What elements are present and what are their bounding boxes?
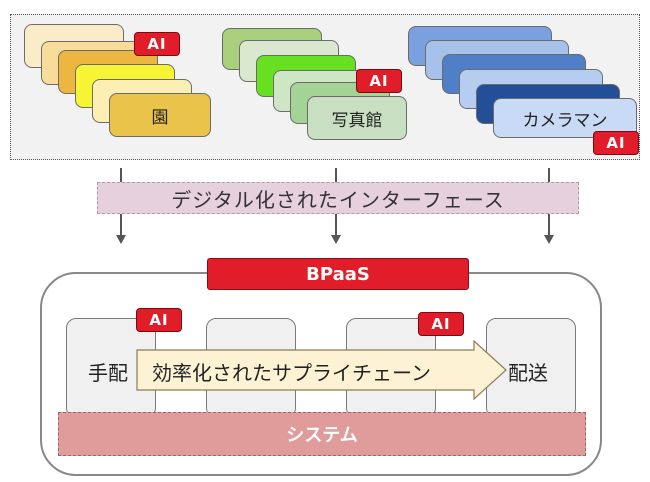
supply-chain-arrow-shape [136, 340, 507, 400]
system-band: システム [58, 412, 586, 456]
kindergarten-label: 園 [151, 107, 169, 128]
arrow-right-shaft [548, 214, 550, 236]
supply-chain-label: 効率化されたサプライチェーン [152, 361, 431, 385]
bpaas-header: BPaaS [207, 258, 469, 290]
arrow-mid-head [331, 235, 341, 244]
connector-left-top [120, 168, 122, 182]
connector-right-top [548, 168, 550, 182]
arrow-left-shaft [120, 214, 122, 236]
digital-interface-band: デジタル化されたインターフェース [97, 182, 579, 214]
photographer-ai-badge: AI [593, 131, 639, 155]
supply-chain-arrow [136, 340, 507, 400]
studio-ai-badge: AI [356, 69, 402, 93]
system-label: システム [286, 425, 358, 446]
bpaas-label: BPaaS [306, 263, 370, 285]
process-ai-badge-1: AI [136, 308, 182, 332]
connector-mid-top [335, 168, 337, 182]
step-delivery-label: 配送 [508, 361, 548, 385]
studio-label: 写真館 [331, 110, 383, 131]
digital-interface-label: デジタル化されたインターフェース [171, 187, 505, 212]
step-arrange-label: 手配 [88, 361, 128, 385]
kindergarten-ai-badge: AI [134, 32, 180, 56]
arrow-left-head [116, 235, 126, 244]
kindergarten-card: 園 [109, 93, 211, 137]
arrow-right-head [544, 235, 554, 244]
process-ai-badge-2: AI [418, 312, 464, 336]
photographer-label: カメラマン [522, 110, 608, 131]
studio-card: 写真館 [307, 96, 407, 140]
arrow-mid-shaft [335, 214, 337, 236]
